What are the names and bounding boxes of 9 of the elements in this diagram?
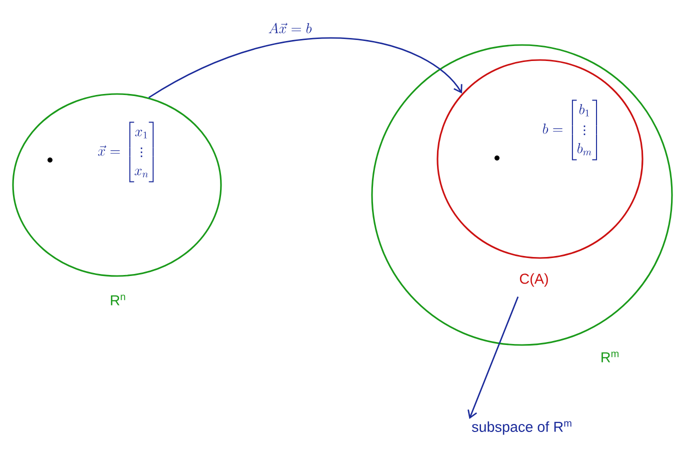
arrow [468,296,519,419]
note-text: subspace of R$^{m}$ [472,421,572,435]
space-label: C(A) [520,273,548,287]
vector-formula: $b=\begin{bmatrix}b_1\\ \vdots\\ b_m\end{bmatrix}$ [542,100,598,160]
arrow [148,38,462,98]
space-label: R$^{n}$ [110,294,126,306]
vector-formula: $\vec{x}=\begin{bmatrix}x_1\\ \vdots\\ x_n\end{bmatrix}$ [98,122,154,182]
space-label: R$^{m}$ [602,352,618,362]
edge-label: $A\vec{x}=b$ [268,22,312,34]
